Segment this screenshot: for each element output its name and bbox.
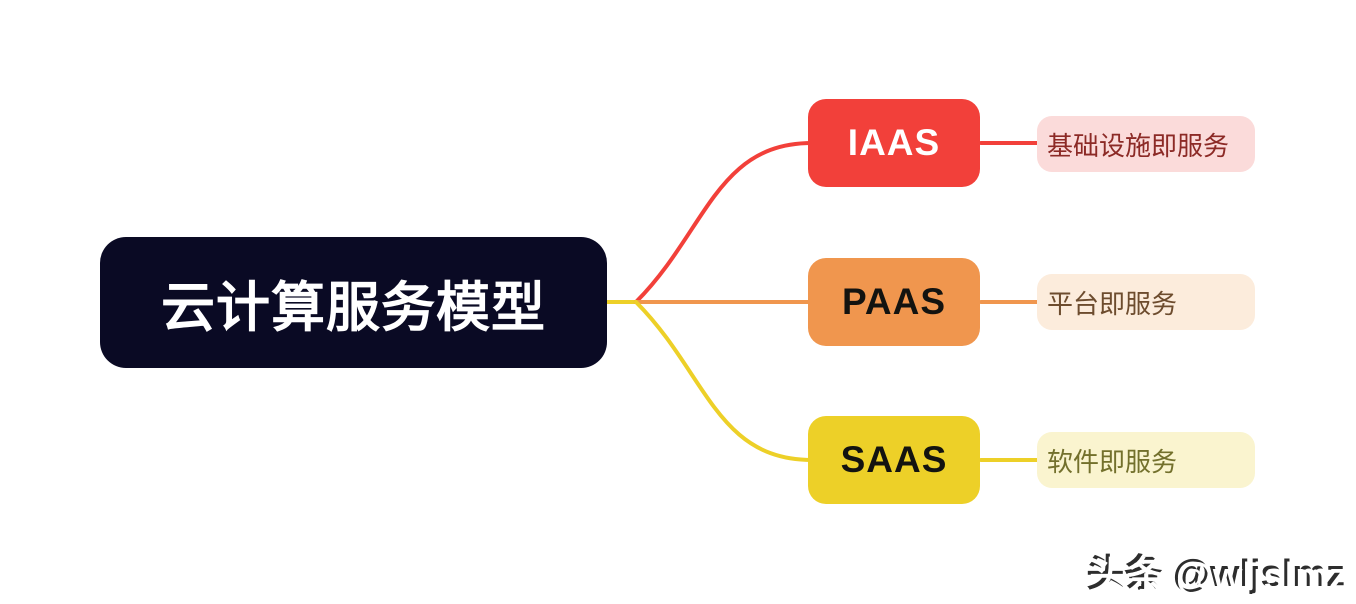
branch-node-iaas: IAAS xyxy=(808,99,980,187)
desc-pill-saas-label: 软件即服务 xyxy=(1047,446,1178,477)
desc-pill-paas-label: 平台即服务 xyxy=(1047,288,1178,319)
watermark: 头条 @wljslmz xyxy=(1086,553,1348,598)
branch-node-paas: PAAS xyxy=(808,258,980,346)
branch-node-saas-label: SAAS xyxy=(840,439,948,480)
desc-pill-iaas: 基础设施即服务 xyxy=(1037,116,1255,172)
branch-node-saas: SAAS xyxy=(808,416,980,504)
desc-pill-iaas-label: 基础设施即服务 xyxy=(1047,130,1230,161)
desc-pill-paas: 平台即服务 xyxy=(1037,274,1255,330)
connector-root-to-iaas xyxy=(634,141,814,304)
branch-node-iaas-label: IAAS xyxy=(847,122,941,163)
root-node: 云计算服务模型 xyxy=(100,237,607,368)
desc-pill-saas: 软件即服务 xyxy=(1037,432,1255,488)
root-node-label: 云计算服务模型 xyxy=(161,278,546,338)
branch-node-paas-label: PAAS xyxy=(841,281,947,322)
connector-root-to-saas xyxy=(634,300,814,462)
